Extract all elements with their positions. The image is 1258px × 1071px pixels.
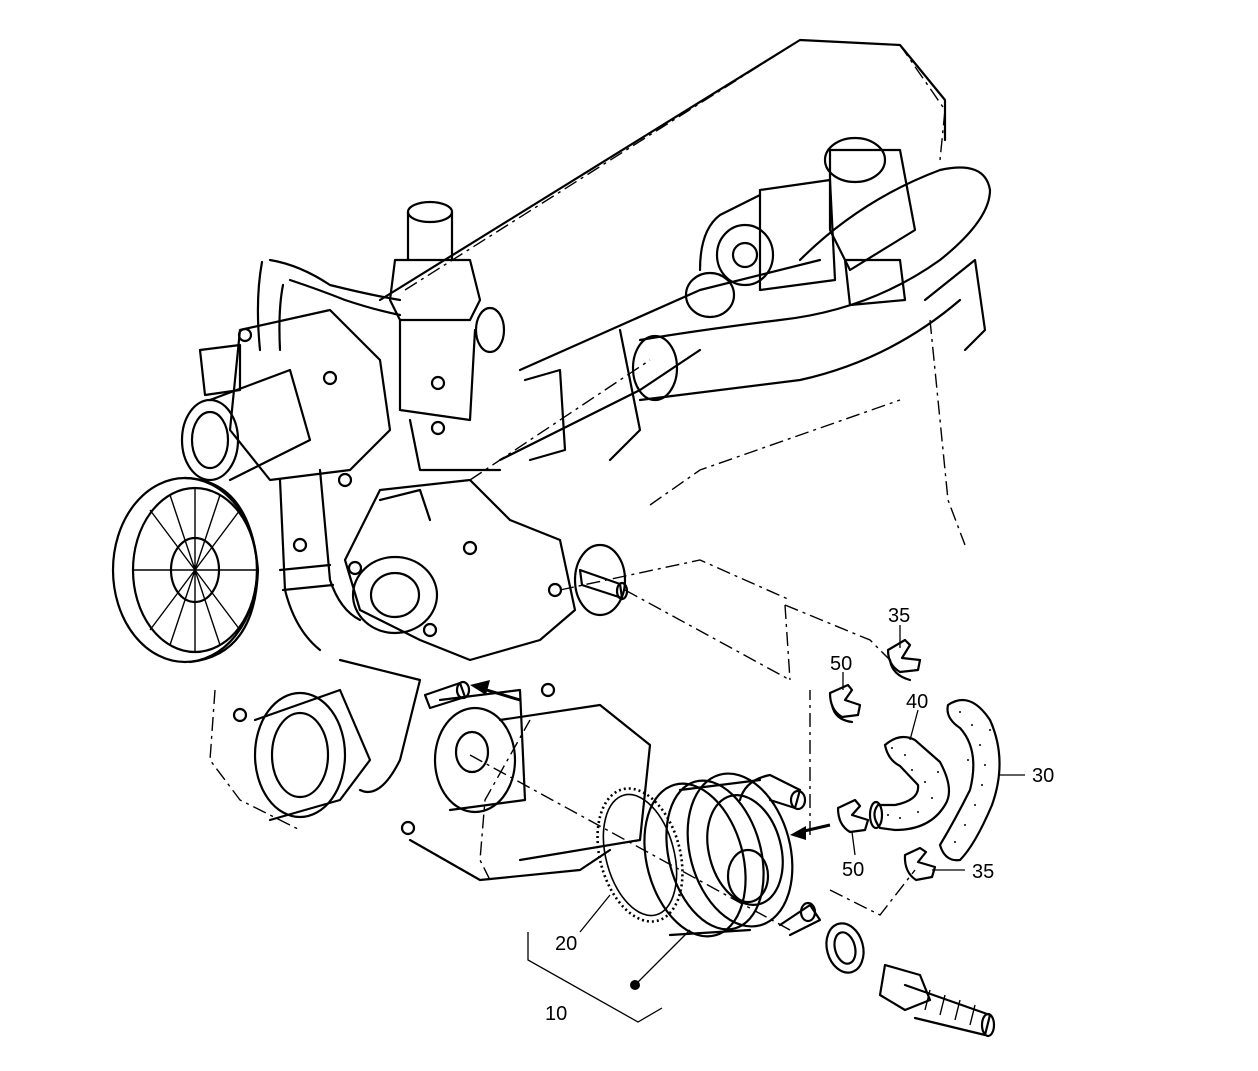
hose-clamp-50-upper — [828, 683, 862, 724]
engine-block-outline — [209, 39, 966, 881]
callout-35-upper: 35 — [888, 605, 910, 627]
assembly-arrow-left — [470, 680, 521, 702]
washer — [825, 922, 865, 974]
coolant-pipe — [278, 468, 362, 652]
hose-30 — [938, 698, 1001, 862]
callout-labels: 35 50 40 30 50 35 20 10 — [545, 605, 1054, 1025]
union-bolt — [878, 963, 996, 1038]
callout-40: 40 — [906, 691, 928, 713]
assembly-arrow-right — [790, 823, 831, 840]
callout-10: 10 — [545, 1003, 567, 1025]
hose-texture — [887, 711, 991, 843]
hose-40 — [868, 735, 951, 832]
exhaust-pipe-assembly — [631, 136, 992, 402]
pulley-wheel — [111, 476, 260, 664]
hose-clamp-35-lower — [903, 846, 937, 882]
hose-clamp-50-lower — [836, 798, 870, 834]
callout-50-lower: 50 — [842, 859, 864, 881]
mounting-bolt-lower — [423, 680, 471, 710]
mounting-bolt-upper — [573, 543, 629, 617]
oil-cooler-10 — [643, 772, 822, 938]
callout-50-upper: 50 — [830, 653, 852, 675]
callout-20: 20 — [555, 933, 577, 955]
hose-clamp-35-upper — [886, 638, 922, 682]
callout-30: 30 — [1032, 765, 1054, 787]
water-pump — [180, 308, 392, 553]
callout-35-lower: 35 — [972, 861, 994, 883]
gasket-20 — [596, 787, 684, 923]
thermostat-housing — [256, 200, 506, 436]
leader-lines — [527, 625, 1025, 1023]
lower-housing — [232, 658, 652, 882]
front-cover-housing — [343, 478, 577, 662]
